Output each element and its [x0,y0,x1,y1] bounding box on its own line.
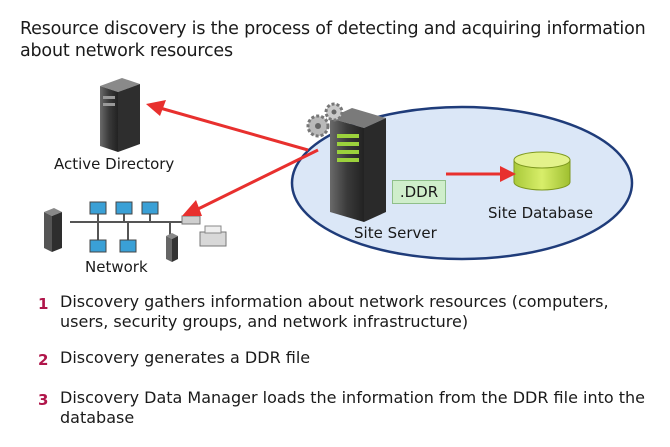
active-directory-label: Active Directory [54,155,175,173]
network-label: Network [85,258,148,276]
step-text: Discovery generates a DDR file [60,348,311,367]
step-text: Discovery gathers information about netw… [60,292,609,331]
active-directory-server-icon [100,78,140,152]
intro-text: Resource discovery is the process of det… [20,19,646,61]
site-server-icon [330,108,386,222]
site-database-label: Site Database [488,204,594,222]
gears-icon [306,102,344,138]
discovery-diagram [44,78,634,262]
step-text: Discovery Data Manager loads the informa… [60,388,645,427]
step-number: 1 [38,295,49,313]
network-icon [44,201,227,262]
ddr-file-badge: .DDR [392,180,446,204]
site-server-label: Site Server [354,224,437,242]
step-number: 2 [38,351,49,369]
arrow-to-network [182,148,319,216]
step-number: 3 [38,391,49,409]
arrow-to-active-directory [146,100,309,152]
site-database-icon [513,151,571,191]
arrow-to-site-database [446,166,516,182]
